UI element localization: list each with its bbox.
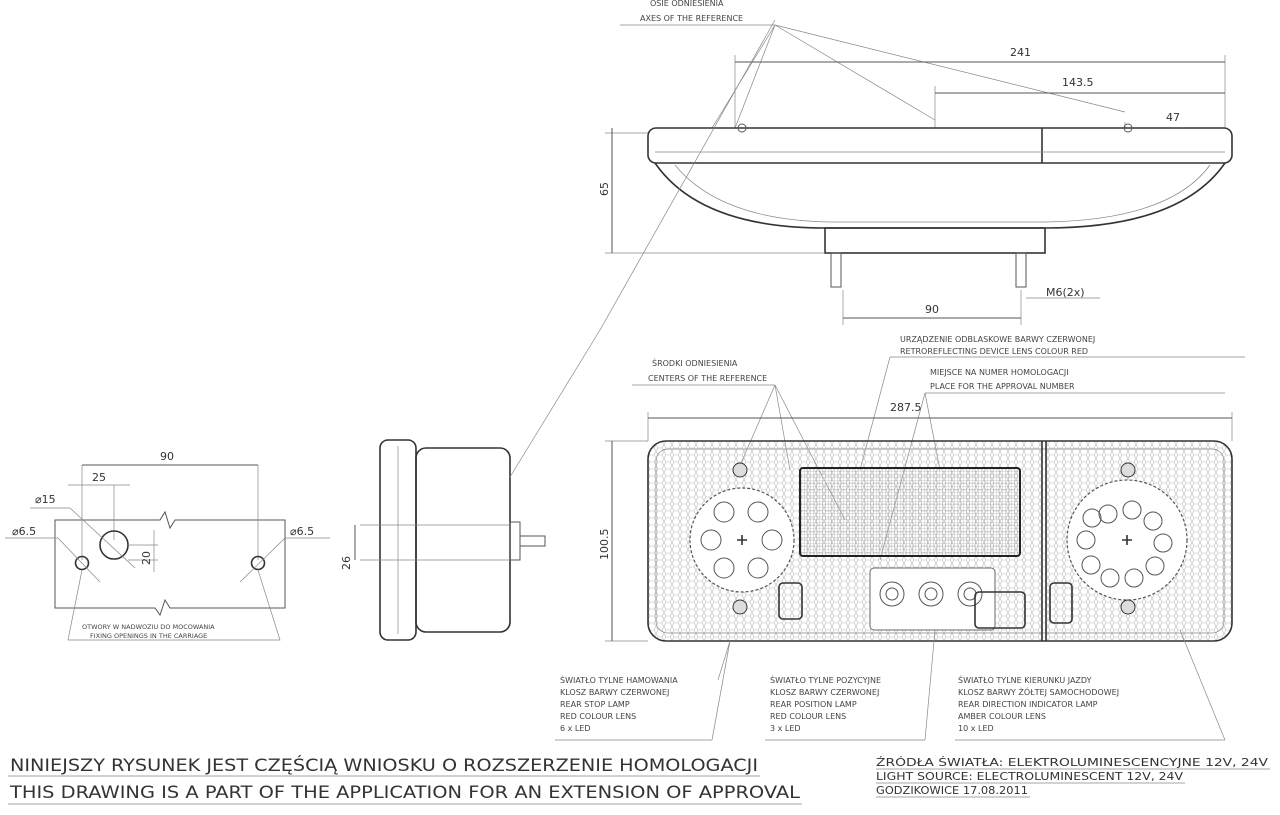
note-line: AMBER COLOUR LENS [958, 712, 1046, 721]
light-source-pl: ŹRÓDŁA ŚWIATŁA: ELEKTROLUMINESCENCYJNE 1… [876, 756, 1269, 769]
screw-icons [732, 462, 1136, 615]
lamp-note-indicator: ŚWIATŁO TYLNE KIERUNKU JAZDY KLOSZ BARWY… [955, 674, 1225, 741]
note-line: 10 x LED [958, 724, 994, 733]
note-line: 3 x LED [770, 724, 801, 733]
note-line: 6 x LED [560, 724, 591, 733]
dim-26: 26 [340, 556, 353, 570]
note-line: REAR DIRECTION INDICATOR LAMP [958, 700, 1098, 709]
front-view [647, 440, 1233, 741]
dim-143-5: 143.5 [1062, 76, 1094, 89]
note-line: ŚWIATŁO TYLNE HAMOWANIA [560, 674, 678, 685]
mounting-caption-pl: OTWORY W NADWOZIU DO MOCOWANIA [82, 623, 215, 631]
side-view: 26 [340, 19, 776, 641]
mounting-holes-drawing: 90 25 ⌀15 20 ⌀6.5 ⌀6.5 OTWORY W NADWOZIU… [5, 450, 330, 641]
note-line: REAR STOP LAMP [560, 700, 630, 709]
dim-mount-20: 20 [140, 551, 153, 565]
dim-hole-left: ⌀6.5 [12, 525, 36, 538]
stud-thread-label: M6(2x) [1046, 286, 1085, 299]
dim-47: 47 [1166, 111, 1180, 124]
footer: NINIEJSZY RYSUNEK JEST CZĘŚCIĄ WNIOSKU O… [8, 754, 1270, 805]
note-line: REAR POSITION LAMP [770, 700, 857, 709]
position-lamp-leds [869, 567, 996, 631]
dim-65: 65 [598, 182, 611, 196]
mounting-caption-en: FIXING OPENINGS IN THE CARRIAGE [90, 632, 207, 640]
retro-label-en: RETROREFLECTING DEVICE LENS COLOUR RED [900, 347, 1088, 356]
top-view: OSIE ODNIESIENIA AXES OF THE REFERENCE 2… [598, 0, 1233, 325]
dim-mount-25: 25 [92, 471, 106, 484]
note-line: RED COLOUR LENS [770, 712, 846, 721]
dim-100-5: 100.5 [598, 529, 611, 561]
dim-mount-90: 90 [160, 450, 174, 463]
lamp-note-stop: ŚWIATŁO TYLNE HAMOWANIA KLOSZ BARWY CZER… [555, 640, 731, 741]
approval-number-area [974, 591, 1026, 629]
lamp-note-position: ŚWIATŁO TYLNE POZYCYJNE KLOSZ BARWY CZER… [765, 674, 925, 741]
retro-label-pl: URZĄDZENIE ODBLASKOWE BARWY CZERWONEJ [900, 335, 1095, 344]
note-line: RED COLOUR LENS [560, 712, 636, 721]
stop-lamp-leds [689, 487, 795, 593]
note-line: KLOSZ BARWY ŻÓŁTEJ SAMOCHODOWEJ [958, 686, 1119, 697]
dim-90-studs: 90 [925, 303, 939, 316]
dim-hole-15: ⌀15 [35, 493, 56, 506]
indicator-leds [1066, 479, 1188, 601]
dim-241: 241 [1010, 46, 1031, 59]
dim-287-5: 287.5 [890, 401, 922, 414]
note-line: KLOSZ BARWY CZERWONEJ [770, 688, 879, 697]
axes-label-en: AXES OF THE REFERENCE [640, 14, 743, 23]
note-line: KLOSZ BARWY CZERWONEJ [560, 688, 669, 697]
dim-hole-right: ⌀6.5 [290, 525, 314, 538]
approval-label-pl: MIEJSCE NA NUMER HOMOLOGACJI [930, 368, 1069, 377]
statement-en: THIS DRAWING IS A PART OF THE APPLICATIO… [9, 783, 801, 803]
front-view-labels: ŚRODKI ODNIESIENIA CENTERS OF THE REFERE… [598, 335, 1245, 642]
centers-label-en: CENTERS OF THE REFERENCE [648, 374, 767, 383]
statement-pl: NINIEJSZY RYSUNEK JEST CZĘŚCIĄ WNIOSKU O… [10, 754, 758, 776]
place-date: GODZIKOWICE 17.08.2011 [876, 785, 1028, 797]
axes-label-pl: OSIE ODNIESIENIA [650, 0, 724, 8]
centers-label-pl: ŚRODKI ODNIESIENIA [652, 357, 738, 368]
note-line: ŚWIATŁO TYLNE KIERUNKU JAZDY [958, 674, 1092, 685]
note-line: ŚWIATŁO TYLNE POZYCYJNE [770, 674, 881, 685]
light-source-en: LIGHT SOURCE: ELECTROLUMINESCENT 12V, 24… [876, 771, 1184, 783]
approval-label-en: PLACE FOR THE APPROVAL NUMBER [930, 382, 1075, 391]
retroreflector [799, 467, 1021, 557]
